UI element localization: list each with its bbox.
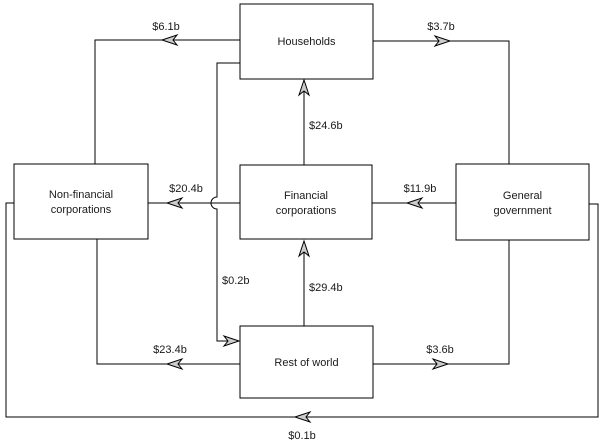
flow-line [96, 239, 240, 365]
flow-government-to-financial: $11.9b [372, 183, 456, 210]
flow-households-to-government: $3.7b [373, 21, 510, 164]
arrowhead-right-icon [222, 334, 241, 348]
node-households: Households [239, 3, 374, 80]
node-label-line1: Non-financial [49, 189, 113, 201]
flow-households-to-restofworld: $0.2b [210, 62, 250, 348]
flow-amount: $20.4b [169, 183, 203, 195]
node-general-government: General government [455, 163, 590, 241]
node-box [455, 163, 590, 241]
flow-amount: $3.6b [426, 344, 454, 356]
arrowhead-left-icon [160, 33, 179, 47]
node-non-financial-corporations: Non-financial corporations [13, 163, 149, 240]
arrowhead-left-icon [165, 196, 184, 210]
arrowhead-left-icon [165, 357, 184, 371]
node-box [239, 164, 373, 240]
flow-line [94, 39, 240, 164]
node-label-line2: corporations [51, 204, 112, 216]
arrowhead-right-icon [433, 34, 452, 48]
arrowhead-right-icon [431, 357, 450, 371]
node-label-line1: General [503, 190, 542, 202]
flow-amount: $11.9b [404, 183, 437, 195]
flow-line-with-hop [210, 62, 240, 342]
flow-amount: $24.6b [309, 120, 343, 132]
node-label: Rest of world [274, 357, 338, 369]
flow-amount: $0.1b [288, 430, 316, 441]
node-box [239, 3, 374, 80]
flow-restofworld-to-government: $3.6b [373, 240, 510, 371]
flow-financial-to-nonfinancial: $20.4b [148, 183, 240, 210]
arrowhead-up-icon [297, 78, 311, 97]
node-label: Households [277, 36, 336, 48]
flow-amount: $3.7b [427, 21, 455, 33]
arrowhead-left-icon [405, 196, 424, 210]
node-label-line2: government [493, 205, 551, 217]
node-rest-of-world: Rest of world [239, 325, 374, 399]
flow-government-to-nonfinancial: $0.1b [5, 202, 599, 441]
node-box [239, 325, 374, 399]
flow-amount: $23.4b [153, 344, 187, 356]
flow-amount: $6.1b [152, 21, 180, 33]
node-box [13, 163, 149, 240]
flow-line [373, 40, 510, 164]
flow-restofworld-to-financial: $29.4b [297, 239, 343, 326]
node-label-line1: Financial [284, 190, 328, 202]
flow-households-to-nonfinancial: $6.1b [94, 21, 240, 164]
flow-financial-to-households: $24.6b [297, 78, 343, 165]
flow-restofworld-to-nonfinancial: $23.4b [96, 239, 240, 371]
flow-amount: $29.4b [309, 282, 343, 294]
arrowhead-left-icon [293, 410, 312, 424]
node-financial-corporations: Financial corporations [239, 164, 373, 240]
node-label-line2: corporations [276, 205, 337, 217]
flow-line [373, 240, 510, 365]
arrowhead-up-icon [297, 239, 311, 258]
flow-amount: $0.2b [222, 275, 250, 287]
